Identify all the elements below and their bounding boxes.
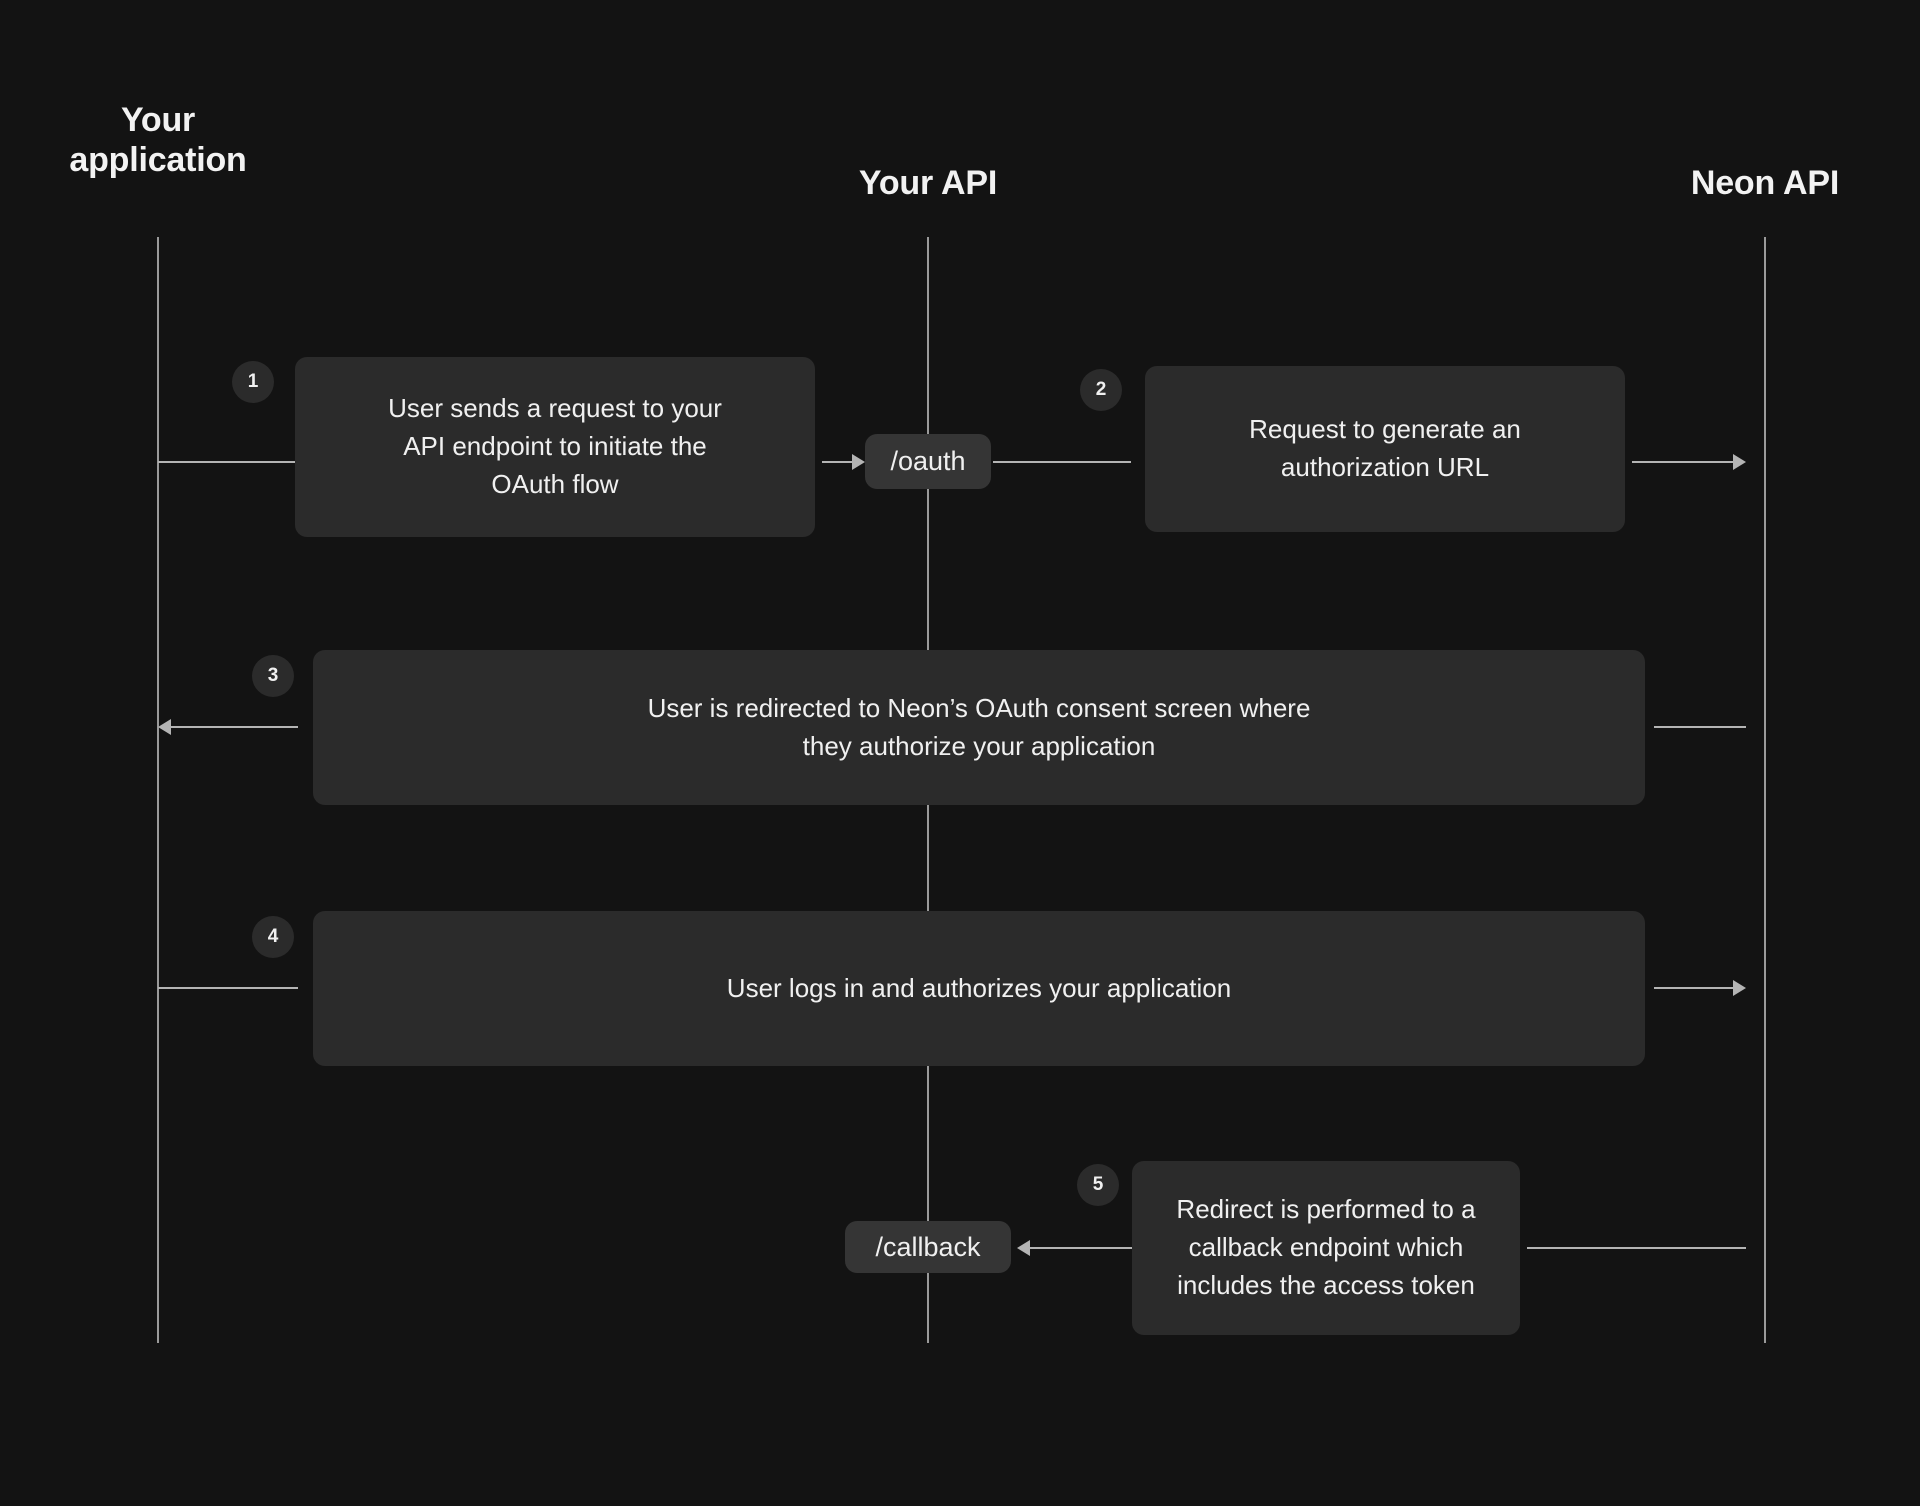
actor-header-neon-api: Neon API (1690, 164, 1840, 202)
endpoint-pill-callback[interactable]: /callback (845, 1221, 1011, 1273)
connector-step-1-left (158, 461, 298, 463)
step-badge-2: 2 (1080, 369, 1122, 411)
connector-step-3-left (170, 726, 298, 728)
endpoint-pill-oauth[interactable]: /oauth (865, 434, 991, 489)
message-text-step-3: User is redirected to Neon’s OAuth conse… (647, 692, 1311, 761)
connector-step-3-right (1654, 726, 1746, 728)
step-badge-3: 3 (252, 655, 294, 697)
message-box-step-4: User logs in and authorizes your applica… (313, 911, 1645, 1066)
arrow-left-icon-step-3 (158, 719, 171, 735)
connector-step-1-to-oauth (822, 461, 860, 463)
message-text-step-2: Request to generate an authorization URL (1249, 414, 1521, 482)
message-box-step-5: Redirect is performed to a callback endp… (1132, 1161, 1520, 1335)
actor-header-your-application: Your application (69, 101, 247, 180)
message-text-step-1: User sends a request to your API endpoin… (388, 393, 722, 499)
step-badge-4: 4 (252, 916, 294, 958)
step-badge-1: 1 (232, 361, 274, 403)
message-text-step-4: User logs in and authorizes your applica… (726, 972, 1232, 1003)
arrow-right-icon-step-2 (1733, 454, 1746, 470)
connector-step-5-to-callback (1029, 1247, 1132, 1249)
arrow-right-icon-step-4 (1733, 980, 1746, 996)
message-box-step-2: Request to generate an authorization URL (1145, 366, 1625, 532)
connector-step-2-right (1632, 461, 1735, 463)
message-text-step-5: Redirect is performed to a callback endp… (1176, 1194, 1476, 1300)
message-box-step-1: User sends a request to your API endpoin… (295, 357, 815, 537)
lifeline-neon-api (1764, 237, 1766, 1343)
message-box-step-3: User is redirected to Neon’s OAuth conse… (313, 650, 1645, 805)
arrow-right-icon-step-1 (852, 454, 865, 470)
connector-step-4-right (1654, 987, 1735, 989)
connector-step-5-right (1527, 1247, 1746, 1249)
connector-oauth-to-step-2 (993, 461, 1131, 463)
arrow-left-icon-step-5 (1017, 1240, 1030, 1256)
actor-header-your-api: Your API (858, 164, 998, 202)
lifeline-your-application (157, 237, 159, 1343)
step-badge-5: 5 (1077, 1164, 1119, 1206)
connector-step-4-left (158, 987, 298, 989)
